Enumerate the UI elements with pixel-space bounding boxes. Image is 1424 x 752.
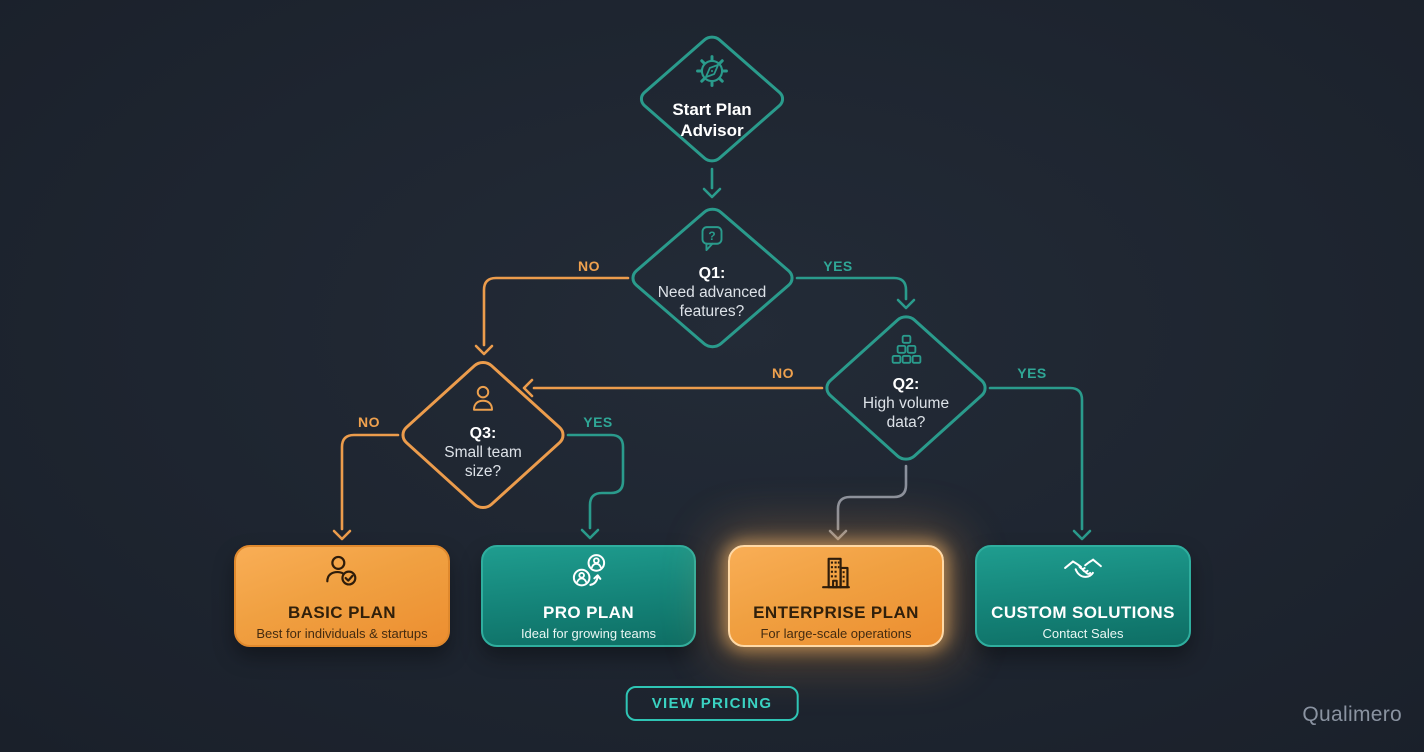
enterprise-plan-card[interactable]: ENTERPRISE PLAN For large-scale operatio… <box>728 545 944 647</box>
plan-title: BASIC PLAN <box>288 603 396 622</box>
edge-q2-to-enterprise <box>836 464 908 531</box>
q1-no-label: NO <box>578 258 600 274</box>
plan-title: ENTERPRISE PLAN <box>753 603 919 622</box>
q1-yes-label: YES <box>823 258 853 274</box>
arrowhead-q1-no <box>474 344 494 356</box>
edge-q3-yes <box>566 433 625 530</box>
q3-diamond <box>398 358 568 512</box>
brand-logo: Qualimero <box>1302 703 1402 726</box>
plan-title: CUSTOM SOLUTIONS <box>991 603 1175 622</box>
plan-title: PRO PLAN <box>542 603 635 622</box>
edge-q1-yes <box>795 276 908 301</box>
handshake-icon <box>1061 551 1105 600</box>
plan-subtitle: For large-scale operations <box>760 626 912 641</box>
q2-diamond <box>822 312 990 463</box>
pro-plan-card[interactable]: PRO PLAN Ideal for growing teams <box>481 545 696 647</box>
view-pricing-button[interactable]: VIEW PRICING <box>625 686 799 721</box>
q1-diamond <box>628 205 797 351</box>
arrowhead-q2-to-enterprise <box>828 529 848 541</box>
edge-q2-yes <box>988 386 1084 531</box>
custom-solutions-card[interactable]: CUSTOM SOLUTIONS Contact Sales <box>975 545 1191 647</box>
arrowhead-q3-yes <box>580 528 600 540</box>
edge-q1-no <box>482 276 630 347</box>
arrowhead-q3-no <box>332 529 352 541</box>
users-growth-icon <box>567 551 611 600</box>
plan-subtitle: Best for individuals & startups <box>256 626 428 641</box>
basic-plan-card[interactable]: BASIC PLAN Best for individuals & startu… <box>234 545 450 647</box>
q3-no-label: NO <box>358 414 380 430</box>
edge-q3-no <box>340 433 400 531</box>
arrowhead-start-to-q1 <box>702 187 722 199</box>
plan-subtitle: Contact Sales <box>1042 626 1124 641</box>
user-check-icon <box>320 551 364 600</box>
plan-subtitle: Ideal for growing teams <box>520 626 657 641</box>
q3-yes-label: YES <box>583 414 613 430</box>
arrowhead-q2-no <box>522 378 534 398</box>
arrowhead-q1-yes <box>896 298 916 310</box>
building-icon <box>814 551 858 600</box>
q2-no-label: NO <box>772 365 794 381</box>
start-diamond <box>637 33 787 165</box>
arrowhead-q2-yes <box>1072 529 1092 541</box>
q2-yes-label: YES <box>1017 365 1047 381</box>
